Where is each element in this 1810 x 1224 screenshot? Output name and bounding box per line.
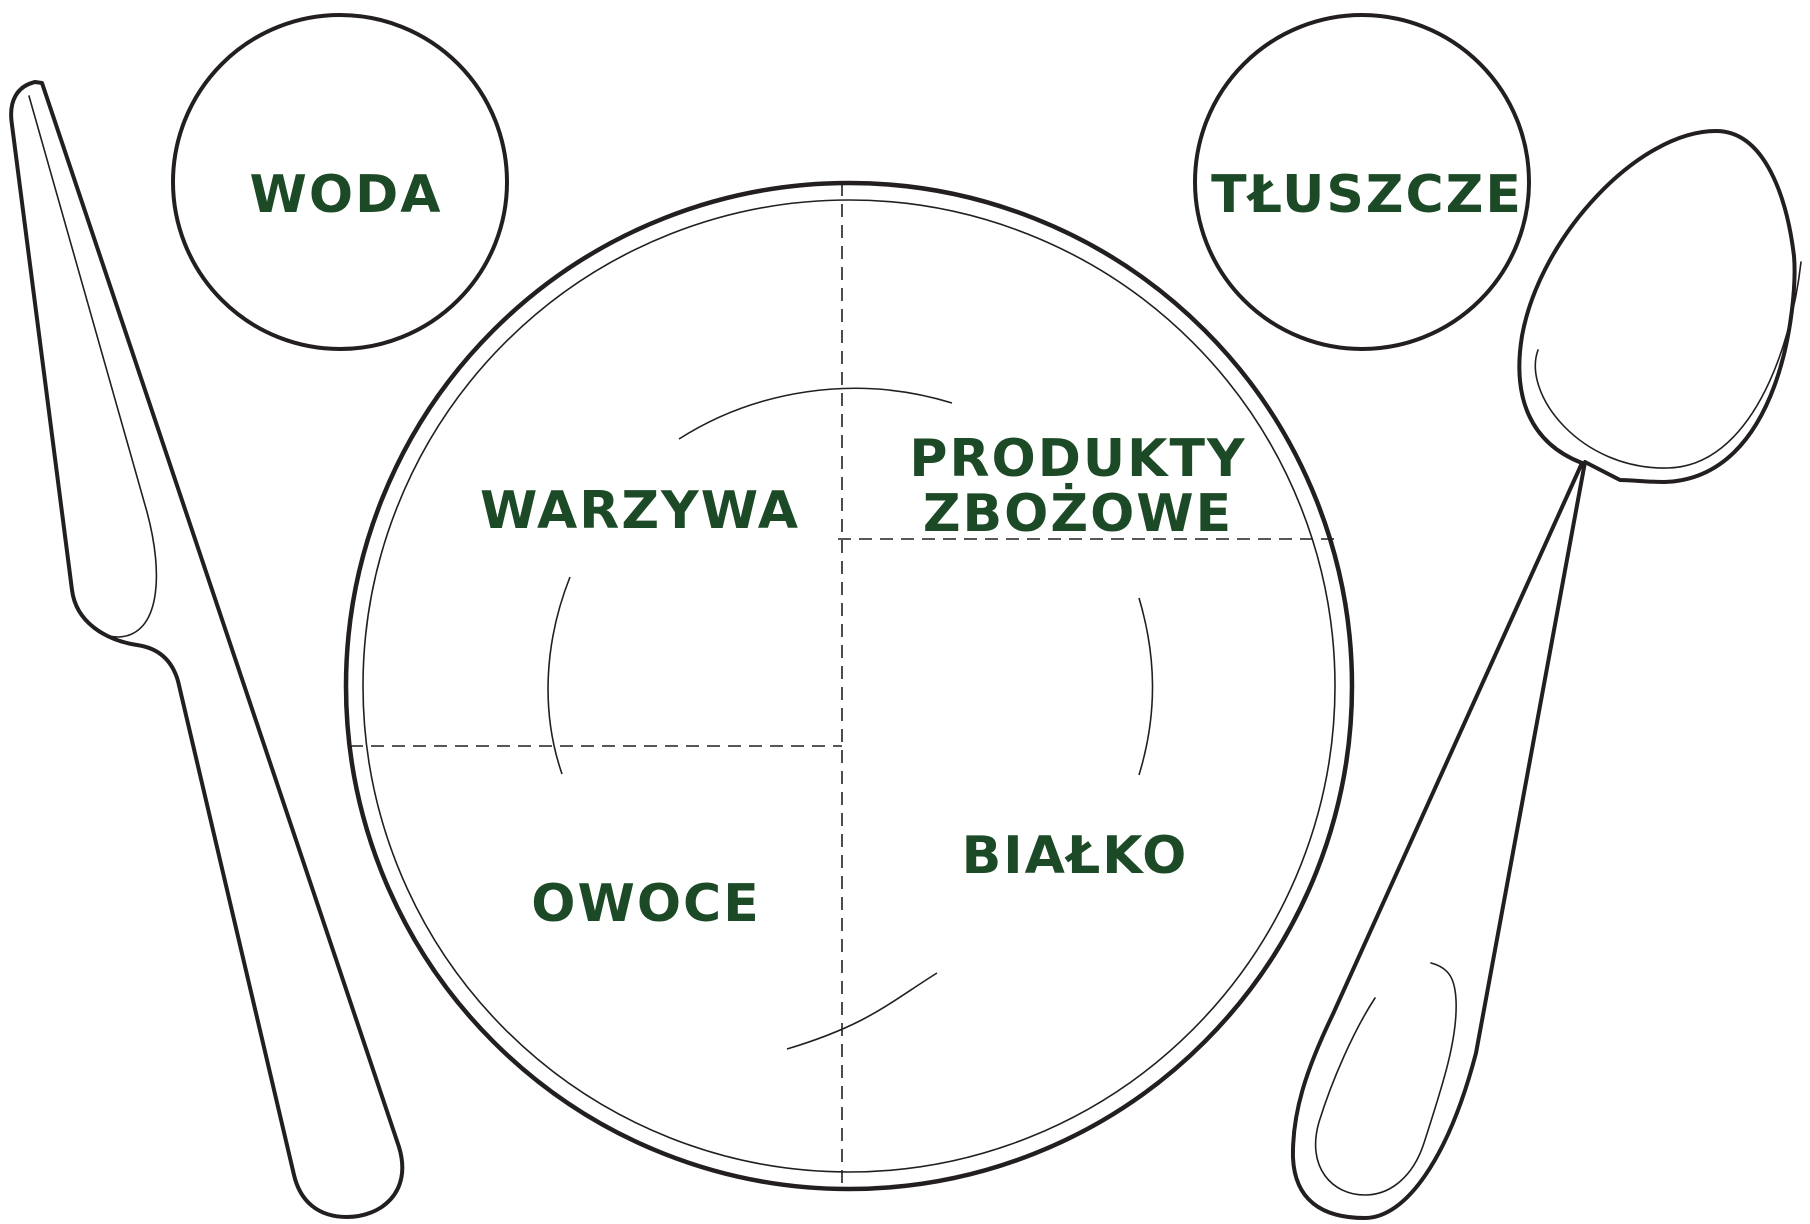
label-tluszcze: TŁUSZCZE [1211,165,1523,225]
inner-arc-bottom [786,972,938,1050]
glass-woda [171,13,509,351]
plate-icon [343,180,1355,1192]
inner-arc-top [678,387,953,440]
glass-tluszcze [1193,13,1531,351]
plate-outer-rim [343,180,1355,1192]
spoon-outline [1290,129,1797,1220]
label-produkty-line1: PRODUKTY [909,429,1246,489]
label-woda: WODA [250,165,443,225]
label-warzywa: WARZYWA [480,481,800,541]
knife-blade-edge [28,95,158,638]
label-produkty-line2: ZBOŻOWE [923,483,1233,544]
knife-icon [9,80,405,1219]
plate-inner-rim [362,199,1336,1173]
section-labels: WODA TŁUSZCZE WARZYWA PRODUKTY ZBOŻOWE O… [250,165,1523,934]
spoon-bowl-inner-curve [1534,261,1802,469]
label-owoce: OWOCE [531,874,760,934]
glass-icon [171,13,1531,351]
inner-arc-left [547,576,571,775]
inner-arc-right [1138,597,1154,776]
label-bialko: BIAŁKO [962,826,1189,886]
spoon-handle-inner-curve [1314,962,1457,1196]
spoon-icon [1290,129,1802,1220]
knife-outline [9,80,405,1219]
